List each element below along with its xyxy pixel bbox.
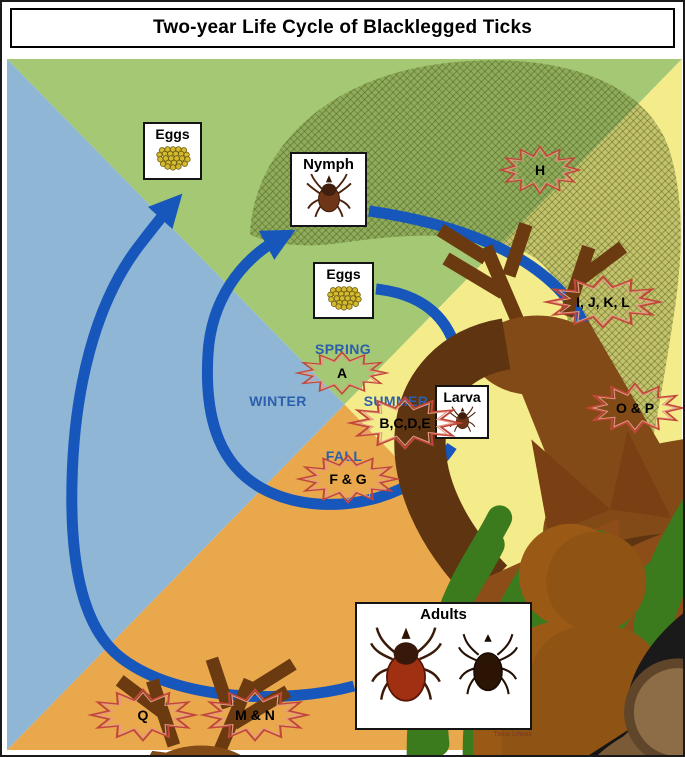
callout-fg-label: F & G xyxy=(329,471,367,487)
egg-cluster-icon xyxy=(150,143,196,172)
adults-label: Adults xyxy=(420,606,467,623)
callout-q-label: Q xyxy=(137,707,149,723)
arrow-adults-to-eggs xyxy=(66,193,356,703)
winter-quadrant xyxy=(7,59,345,750)
eggs-year2-label: Eggs xyxy=(155,126,190,142)
nymph-box: Nymph xyxy=(290,152,367,227)
illustrator-signature: Taina Litwak xyxy=(493,731,532,738)
adult-ticks xyxy=(369,625,518,709)
season-spring-label: SPRING xyxy=(314,341,372,357)
callout-op-label: O & P xyxy=(615,400,655,416)
callout-ijkl: I, J, K, L xyxy=(542,275,664,329)
nymph-tick-icon xyxy=(305,173,352,218)
eggs-start-box: Eggs xyxy=(313,262,374,319)
callout-q: Q xyxy=(87,688,199,742)
callout-h: H xyxy=(498,145,582,195)
callout-op: O & P xyxy=(584,382,685,434)
callout-h-label: H xyxy=(534,162,546,178)
callout-bcde-label: B,C,D,E xyxy=(379,415,431,431)
callout-mn: M & N xyxy=(199,688,311,742)
title-bar: Two-year Life Cycle of Blacklegged Ticks xyxy=(10,8,675,48)
callout-mn-label: M & N xyxy=(235,707,275,723)
callout-a: A xyxy=(294,351,390,395)
nymph-label: Nymph xyxy=(303,156,354,173)
adults-box: Adults xyxy=(355,602,532,730)
callout-fg: F & G xyxy=(295,454,401,504)
callout-ijkl-label: I, J, K, L xyxy=(576,294,630,310)
eggs-year2-box: Eggs xyxy=(143,122,202,180)
adult-male-tick-icon xyxy=(457,633,518,696)
arrow-larva-to-nymph xyxy=(201,229,457,510)
larva-label: Larva xyxy=(443,389,481,405)
page-title: Two-year Life Cycle of Blacklegged Ticks xyxy=(153,17,532,38)
adult-female-tick-icon xyxy=(369,626,442,702)
season-winter-label: WINTER xyxy=(249,393,307,409)
egg-cluster-icon xyxy=(321,283,367,312)
callout-a-label: A xyxy=(336,365,348,381)
eggs-start-label: Eggs xyxy=(326,266,361,282)
callout-bcde: B,C,D,E xyxy=(346,396,464,450)
